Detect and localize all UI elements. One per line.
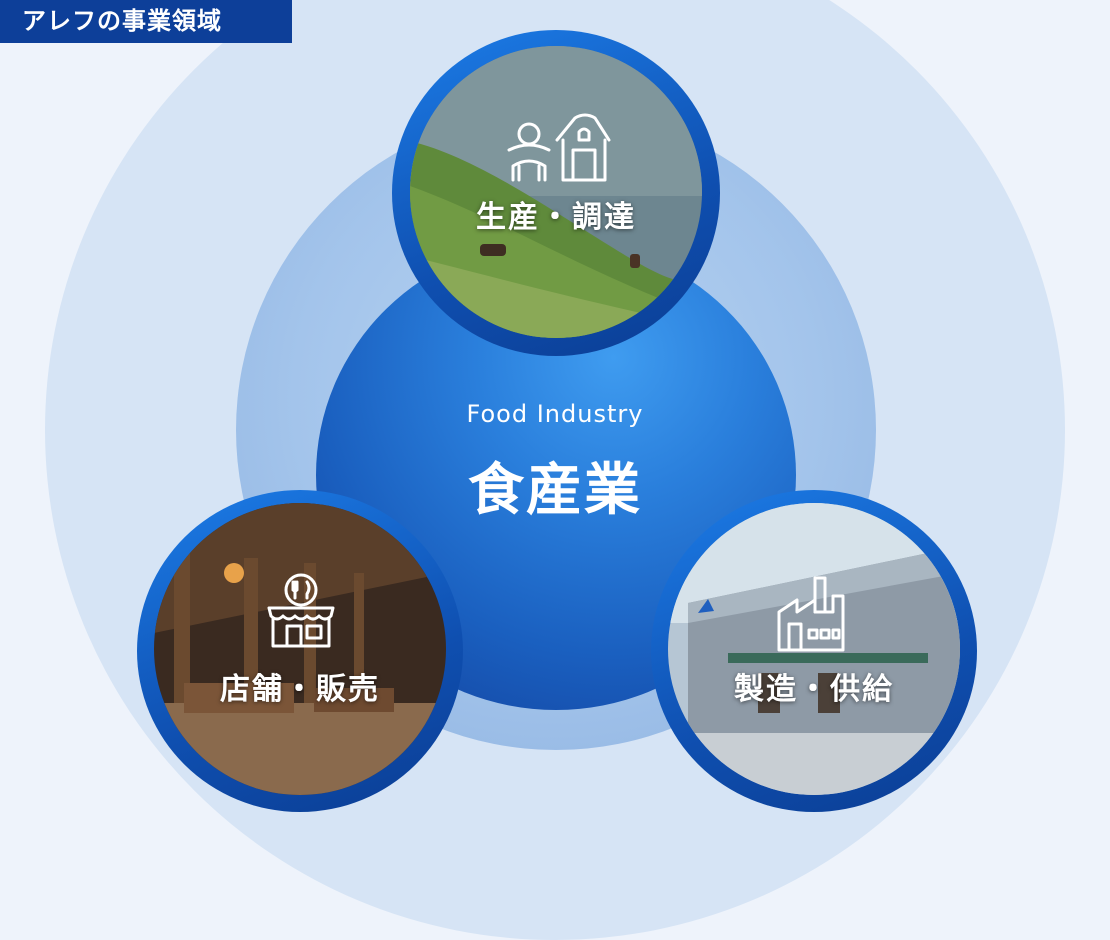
node-label-manufacturing: 製造・供給 [734,672,894,707]
node-label-stores: 店舗・販売 [220,672,380,707]
section-tag: アレフの事業領域 [0,0,292,43]
production-photo [410,46,702,338]
restaurant-store-icon [265,572,337,648]
restaurant-interior-scene [154,503,446,795]
factory-icon [775,572,851,652]
stores-photo [154,503,446,795]
node-label-production: 生産・調達 [476,200,636,235]
core-subtitle: Food Industry [466,400,644,428]
core-title: 食産業 [468,458,642,523]
pasture-scene [410,46,702,338]
farmer-barn-icon [505,110,611,182]
